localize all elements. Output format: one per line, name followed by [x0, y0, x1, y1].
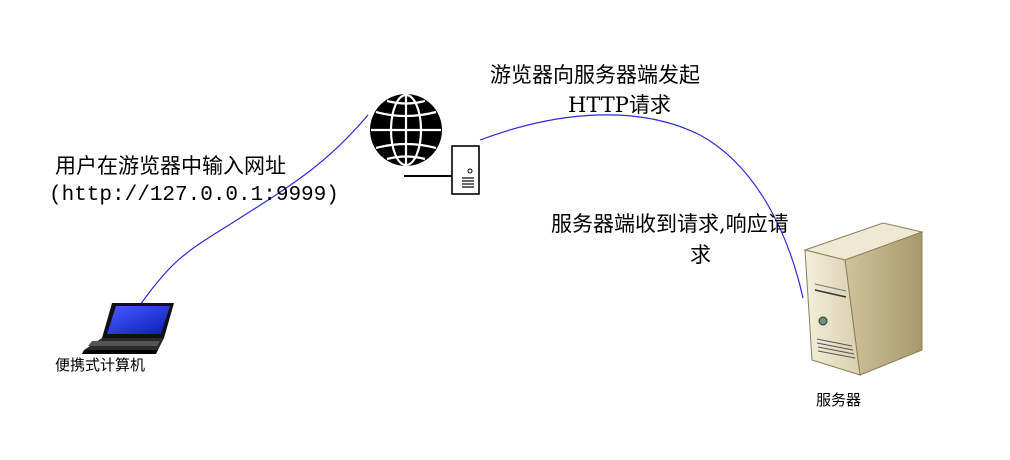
web-server-icon: [404, 145, 480, 195]
server-response-label-cont: 求: [690, 243, 711, 267]
laptop-caption: 便携式计算机: [55, 356, 146, 374]
user-input-label: 用户在游览器中输入网址: [55, 154, 286, 178]
connection-laptop-to-browser: [137, 114, 369, 309]
laptop-icon: [82, 303, 174, 354]
globe-icon: [370, 93, 442, 167]
connection-browser-to-server: [479, 114, 804, 299]
url-label: (http://127.0.0.1:9999): [49, 184, 339, 207]
browser-request-label: 游览器向服务器端发起: [490, 63, 700, 87]
server-caption: 服务器: [816, 391, 862, 409]
server-response-label: 服务器端收到请求,响应请: [551, 212, 789, 236]
http-request-label: HTTP请求: [568, 93, 671, 117]
server-tower-icon: [803, 222, 924, 376]
